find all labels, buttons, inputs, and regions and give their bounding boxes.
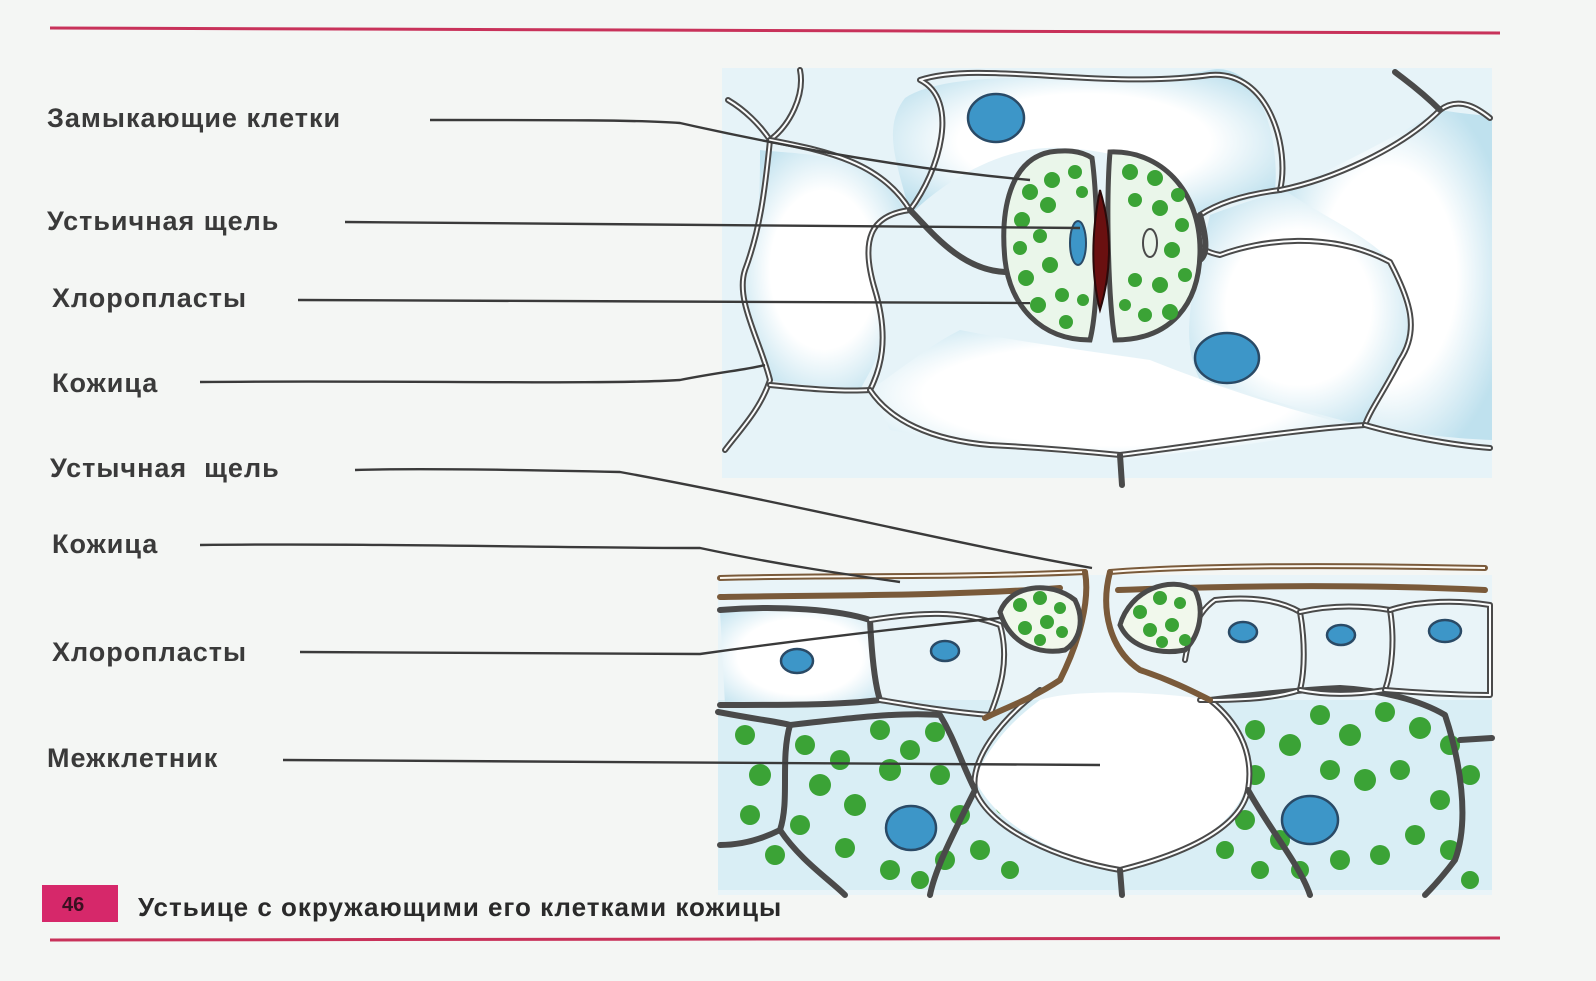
top-rule xyxy=(50,28,1500,33)
label-intercellular-space: Межклетник xyxy=(47,743,218,773)
figure-caption: Устьице с окружающими его клетками кожиц… xyxy=(138,892,782,922)
label-chloroplasts-top: Хлоропласты xyxy=(52,283,247,313)
label-guard-cells: Замыкающие клетки xyxy=(47,103,341,133)
label-epidermis-bottom: Кожица xyxy=(52,529,158,559)
figure-number: 46 xyxy=(62,894,84,916)
surface-view xyxy=(722,68,1492,485)
label-epidermis-top: Кожица xyxy=(52,368,158,398)
label-stomatal-pore-bottom: Устычная щель xyxy=(50,453,280,483)
bottom-rule xyxy=(50,938,1500,940)
cross-section-view xyxy=(718,566,1492,895)
label-stomatal-pore-top: Устьичная щель xyxy=(47,206,279,236)
label-chloroplasts-bottom: Хлоропласты xyxy=(52,637,247,667)
